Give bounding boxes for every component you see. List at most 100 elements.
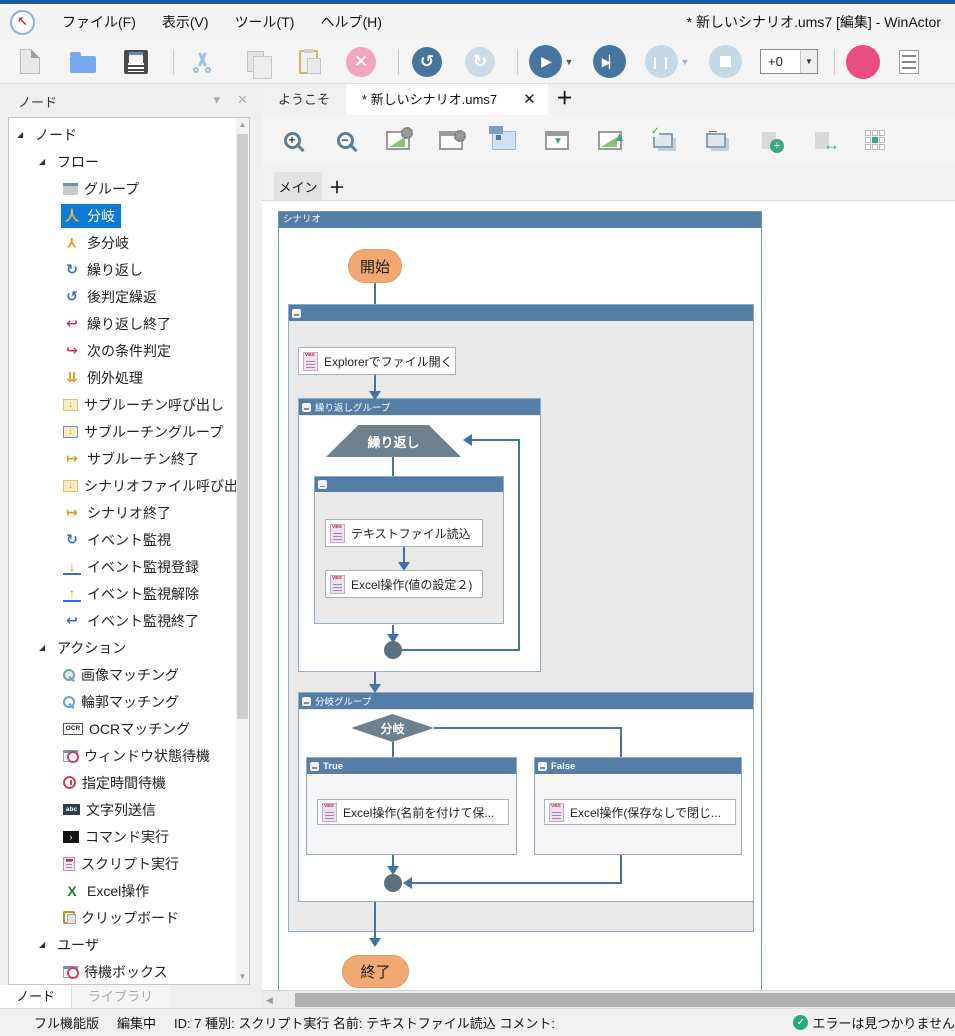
- tree-item-指定時間待機[interactable]: 指定時間待機: [9, 769, 249, 796]
- tree-item-イベント監視終了[interactable]: イベント監視終了: [9, 607, 249, 634]
- scenario-titlebar[interactable]: シナリオ: [279, 212, 761, 228]
- start-node[interactable]: 開始: [348, 249, 402, 283]
- palette-collapse-icon[interactable]: ▾: [213, 92, 220, 107]
- tree-scrollbar[interactable]: ▲ ▼: [236, 118, 249, 984]
- window-capture-button[interactable]: [539, 121, 575, 159]
- loop-group-header[interactable]: 繰り返しグループ: [299, 399, 540, 415]
- zoom-out-button[interactable]: −: [327, 121, 363, 159]
- tree-item-文字列送信[interactable]: 文字列送信: [9, 796, 249, 823]
- branch-merge-junction[interactable]: [384, 874, 402, 892]
- step-run-button[interactable]: ▶▏: [591, 44, 627, 80]
- false-branch-header[interactable]: False: [535, 758, 741, 774]
- tab-node[interactable]: ノード: [0, 985, 72, 1008]
- record-button[interactable]: [845, 44, 881, 80]
- node-excel-save-as[interactable]: Excel操作(名前を付けて保...: [317, 799, 509, 825]
- end-node[interactable]: 終了: [342, 955, 409, 988]
- image-settings-button[interactable]: [380, 121, 416, 159]
- zoom-in-button[interactable]: +: [274, 121, 310, 159]
- h-scroll-thumb[interactable]: [295, 993, 955, 1007]
- windows-check-button[interactable]: [645, 121, 681, 159]
- log-panel-button[interactable]: [898, 44, 920, 80]
- paste-button[interactable]: [290, 44, 326, 80]
- arrange-grid-button[interactable]: [857, 121, 893, 159]
- scroll-down-icon[interactable]: ▼: [238, 972, 247, 981]
- copy-button[interactable]: [237, 44, 273, 80]
- tree-item-グループ[interactable]: グループ: [9, 175, 249, 202]
- tab-scenario-document[interactable]: * 新しいシナリオ.ums7 ✕: [346, 84, 548, 115]
- undo-button[interactable]: ↺: [409, 44, 445, 80]
- open-file-button[interactable]: [65, 44, 101, 80]
- tree-item-アクション[interactable]: ◢アクション: [9, 634, 249, 661]
- speed-dropdown-icon[interactable]: ▼: [800, 50, 817, 73]
- cut-button[interactable]: [184, 44, 220, 80]
- scroll-left-icon[interactable]: ◀: [266, 995, 273, 1005]
- tree-expander-icon[interactable]: ◢: [39, 643, 46, 652]
- menu-表示(V)[interactable]: 表示(V): [161, 14, 209, 30]
- run-button[interactable]: ▶▼: [528, 44, 574, 80]
- window-settings-button[interactable]: [433, 121, 469, 159]
- menu-ファイル(F)[interactable]: ファイル(F): [62, 14, 136, 30]
- tree-item-待機ボックス[interactable]: 待機ボックス: [9, 958, 249, 984]
- save-button[interactable]: [118, 44, 154, 80]
- loop-end-junction[interactable]: [384, 641, 402, 659]
- tree-item-後判定繰返[interactable]: 後判定繰返: [9, 283, 249, 310]
- close-tab-icon[interactable]: ✕: [523, 91, 536, 108]
- node-excel-close-without-save[interactable]: Excel操作(保存なしで閉じ...: [544, 799, 736, 825]
- tree-item-フロー[interactable]: ◢フロー: [9, 148, 249, 175]
- tree-item-ユーザ[interactable]: ◢ユーザ: [9, 931, 249, 958]
- tree-expander-icon[interactable]: ◢: [39, 157, 46, 166]
- run-dropdown-icon[interactable]: ▼: [564, 56, 574, 67]
- new-file-button[interactable]: [12, 44, 48, 80]
- pause-button[interactable]: ❙❙▼: [644, 44, 690, 80]
- tree-item-イベント監視[interactable]: イベント監視: [9, 526, 249, 553]
- node-excel-set-value[interactable]: Excel操作(値の設定２): [325, 570, 483, 598]
- tree-item-シナリオファイル呼び出し[interactable]: シナリオファイル呼び出し: [9, 472, 249, 499]
- menu-ツール(T)[interactable]: ツール(T): [234, 14, 295, 30]
- tree-item-輪郭マッチング[interactable]: 輪郭マッチング: [9, 688, 249, 715]
- tree-item-ウィンドウ状態待機[interactable]: ウィンドウ状態待機: [9, 742, 249, 769]
- image-upload-button[interactable]: ▲: [592, 121, 628, 159]
- outer-group-header[interactable]: [289, 305, 753, 321]
- delete-button[interactable]: ✕: [343, 44, 379, 80]
- tree-item-サブルーチン呼び出し[interactable]: サブルーチン呼び出し: [9, 391, 249, 418]
- stop-button[interactable]: [707, 44, 743, 80]
- flow-canvas[interactable]: シナリオ 繰り返しグループ 分岐グループ: [262, 200, 955, 1008]
- tree-item-スクリプト実行[interactable]: スクリプト実行: [9, 850, 249, 877]
- group-collapse-icon[interactable]: [538, 761, 547, 771]
- swap-marker-button[interactable]: [804, 121, 840, 159]
- speed-select[interactable]: +0 ▼: [760, 49, 818, 74]
- tree-item-Excel操作[interactable]: Excel操作: [9, 877, 249, 904]
- loop-inner-group-box[interactable]: [314, 476, 504, 624]
- group-collapse-icon[interactable]: [310, 761, 319, 771]
- tree-item-繰り返し終了[interactable]: 繰り返し終了: [9, 310, 249, 337]
- new-document-tab-button[interactable]: ＋: [556, 89, 574, 108]
- group-collapse-icon[interactable]: [302, 402, 311, 412]
- tree-item-サブルーチン終了[interactable]: サブルーチン終了: [9, 445, 249, 472]
- scroll-up-icon[interactable]: ▲: [238, 120, 247, 129]
- tree-item-画像マッチング[interactable]: 画像マッチング: [9, 661, 249, 688]
- horizontal-scrollbar[interactable]: ◀: [262, 990, 955, 1008]
- inner-group-header[interactable]: [315, 477, 503, 492]
- tree-item-多分岐[interactable]: 多分岐: [9, 229, 249, 256]
- tree-item-コマンド実行[interactable]: コマンド実行: [9, 823, 249, 850]
- tab-main-flow[interactable]: メイン: [274, 172, 322, 200]
- tree-item-ノード[interactable]: ◢ノード: [9, 121, 249, 148]
- tree-item-分岐[interactable]: 分岐: [9, 202, 249, 229]
- add-flow-tab-button[interactable]: ＋: [328, 180, 345, 197]
- true-branch-header[interactable]: True: [307, 758, 516, 774]
- tree-expander-icon[interactable]: ◢: [17, 130, 24, 139]
- tab-welcome[interactable]: ようこそ: [262, 84, 346, 115]
- tree-item-クリップボード[interactable]: クリップボード: [9, 904, 249, 931]
- branch-group-header[interactable]: 分岐グループ: [299, 693, 753, 709]
- tree-item-次の条件判定[interactable]: 次の条件判定: [9, 337, 249, 364]
- tree-item-イベント監視登録[interactable]: イベント監視登録: [9, 553, 249, 580]
- tree-item-繰り返し[interactable]: 繰り返し: [9, 256, 249, 283]
- node-explorer-open-file[interactable]: Explorerでファイル開く: [298, 347, 456, 375]
- tree-item-サブルーチングループ[interactable]: サブルーチングループ: [9, 418, 249, 445]
- tree-item-例外処理[interactable]: 例外処理: [9, 364, 249, 391]
- tree-item-イベント監視解除[interactable]: イベント監視解除: [9, 580, 249, 607]
- tree-item-シナリオ終了[interactable]: シナリオ終了: [9, 499, 249, 526]
- palette-close-icon[interactable]: ✕: [237, 92, 248, 107]
- node-text-file-read[interactable]: テキストファイル読込: [325, 519, 483, 547]
- windows-minimize-button[interactable]: [698, 121, 734, 159]
